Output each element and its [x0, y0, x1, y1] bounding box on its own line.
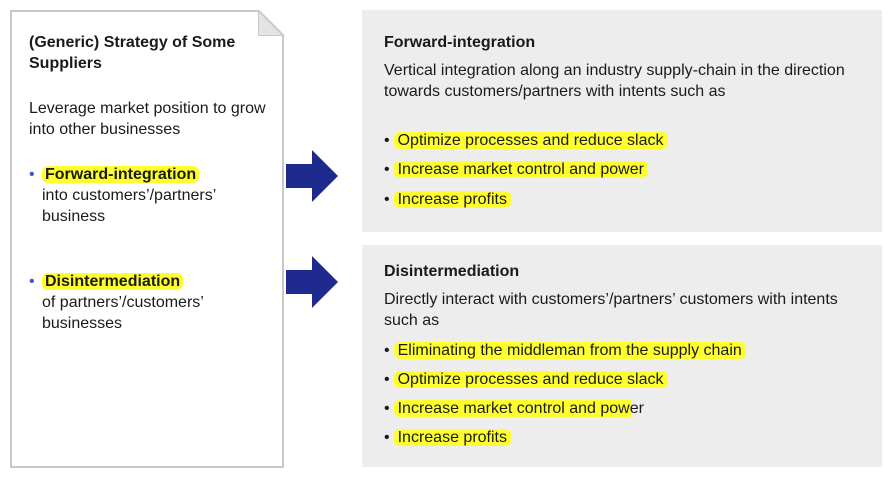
card-title: (Generic) Strategy of Some Suppliers [29, 34, 236, 72]
panel-description: Directly interact with customers’/partne… [384, 291, 838, 329]
bullet-icon: • [384, 342, 390, 359]
right-arrow-icon [286, 256, 338, 308]
panel-disintermediation: Disintermediation Directly interact with… [362, 245, 882, 467]
highlight-term: Disintermediation [42, 273, 184, 290]
card-bullet-forward: Forward-integration into customers’/part… [42, 164, 272, 227]
bullet-icon: • [384, 191, 390, 208]
list-item: •Increase profits [384, 427, 511, 448]
bullet-rest: into customers’/partners’ business [42, 187, 216, 225]
card-intro: Leverage market position to grow into ot… [29, 100, 266, 138]
highlight-term: Forward-integration [42, 166, 200, 183]
bullet-icon: • [29, 273, 35, 290]
list-item: •Optimize processes and reduce slack [384, 130, 668, 151]
bullet-icon: • [29, 166, 35, 183]
card-bullet-disintermediation: Disintermediation of partners’/customers… [42, 271, 272, 334]
bullet-icon: • [384, 429, 390, 446]
strategy-card: (Generic) Strategy of Some Suppliers Lev… [10, 10, 284, 468]
list-item: •Increase market control and power [384, 400, 646, 417]
panel-forward-integration: Forward-integration Vertical integration… [362, 10, 882, 232]
list-item: •Optimize processes and reduce slack [384, 369, 668, 390]
bullet-rest: of partners’/customers’ businesses [42, 294, 204, 332]
bullet-icon: • [384, 161, 390, 178]
panel-title: Disintermediation [384, 263, 520, 280]
bullet-icon: • [384, 400, 390, 417]
list-item: •Increase profits [384, 189, 511, 210]
panel-description: Vertical integration along an industry s… [384, 62, 845, 100]
right-arrow-icon [286, 150, 338, 202]
bullet-icon: • [384, 132, 390, 149]
bullet-icon: • [384, 371, 390, 388]
list-item: •Eliminating the middleman from the supp… [384, 340, 746, 361]
list-item: •Increase market control and power [384, 159, 648, 180]
panel-title: Forward-integration [384, 34, 536, 51]
folded-corner-icon [258, 10, 284, 36]
